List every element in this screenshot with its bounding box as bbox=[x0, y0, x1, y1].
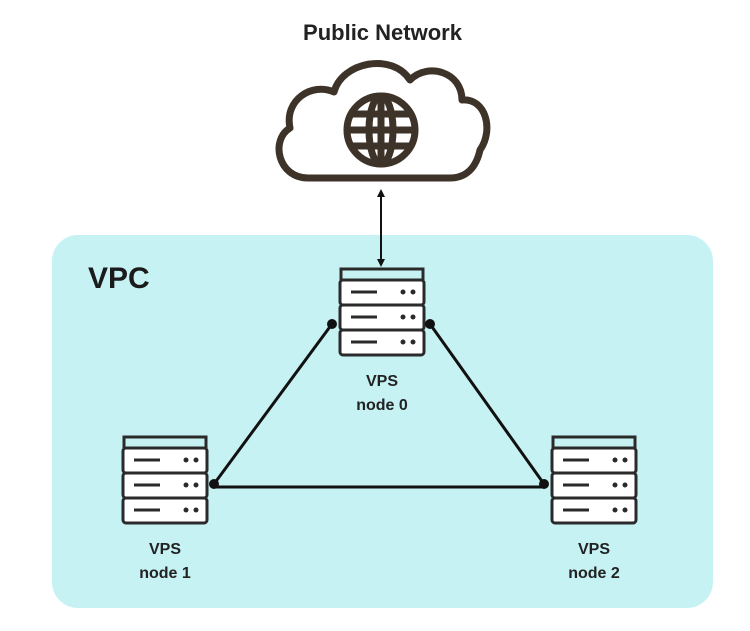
link-node0-node1 bbox=[212, 323, 334, 485]
node-2-label: VPS node 2 bbox=[534, 538, 654, 586]
link-node0-node2 bbox=[428, 323, 546, 485]
node-0-type: VPS bbox=[365, 373, 398, 390]
node-2-type: VPS bbox=[577, 541, 610, 558]
node-1-name: node 1 bbox=[139, 565, 191, 582]
node-0-label: VPS node 0 bbox=[322, 370, 442, 418]
diagram-title: Public Network bbox=[303, 20, 462, 45]
globe-icon bbox=[343, 92, 419, 168]
node-0-name: node 0 bbox=[356, 397, 408, 414]
node-2-name: node 2 bbox=[568, 565, 620, 582]
node-1-type: VPS bbox=[148, 541, 181, 558]
server-icon-node-1 bbox=[121, 435, 209, 525]
node-1-label: VPS node 1 bbox=[105, 538, 225, 586]
vpc-label: VPC bbox=[88, 262, 150, 295]
port-dot bbox=[539, 479, 549, 489]
port-dot bbox=[209, 479, 219, 489]
port-dot bbox=[327, 319, 337, 329]
port-dot bbox=[425, 319, 435, 329]
server-icon-node-0 bbox=[338, 267, 426, 357]
server-icon-node-2 bbox=[550, 435, 638, 525]
